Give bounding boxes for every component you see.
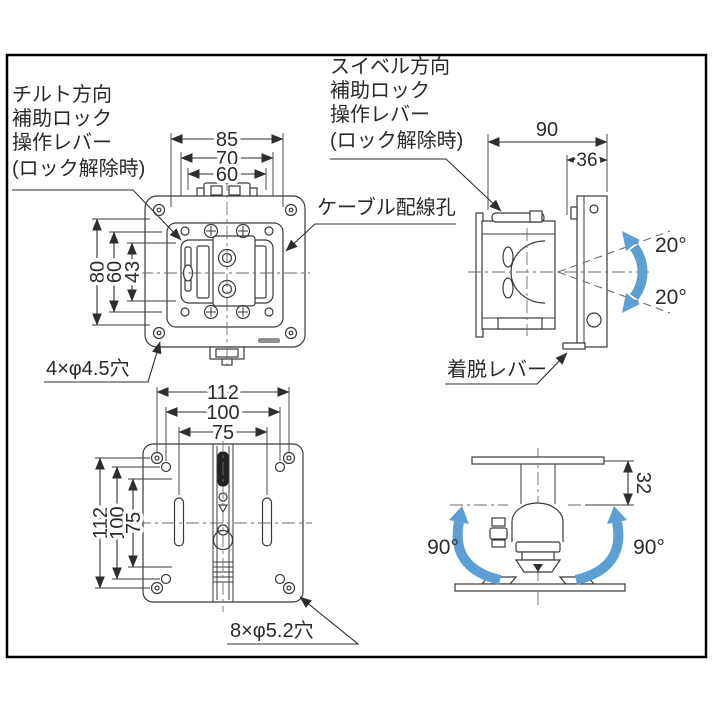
dim-60v: 60 [104, 261, 126, 283]
tilt-label-line4: (ロック解除時) [12, 157, 145, 180]
front-corner-holes [152, 203, 298, 340]
front-dims-top: 85 70 60 [170, 126, 284, 207]
swivel-label-line4: (ロック解除時) [330, 129, 463, 152]
side-bracket-plate [562, 195, 608, 350]
swivel-arrow-left [449, 506, 502, 585]
detach-lever-leader [445, 352, 568, 385]
front-screws [180, 223, 274, 320]
tilt-range-lower [557, 271, 671, 314]
tilt-label-line2: 補助ロック [12, 107, 112, 130]
dim-80: 80 [87, 261, 109, 283]
dim-v112: 112 [90, 507, 112, 539]
dim-36: 36 [576, 150, 597, 171]
dim-70: 70 [216, 148, 238, 170]
swivel-arrow-right [574, 506, 627, 585]
dim-75: 75 [212, 422, 234, 444]
front-view: 85 70 60 80 60 43 [84, 126, 310, 370]
angle-90-right: 90° [633, 536, 665, 559]
callout-swivel-lock: スイベル方向 補助ロック 操作レバー (ロック解除時) [330, 55, 502, 212]
back-dims-top: 112 100 75 [156, 379, 290, 495]
dim-32: 32 [632, 472, 654, 494]
swivel-leader [330, 158, 502, 212]
front-hole-leader [44, 341, 162, 383]
dim-100: 100 [206, 402, 239, 424]
dim-v75: 75 [123, 512, 145, 534]
back-slot-right [261, 497, 273, 547]
swivel-label-line2: 補助ロック [330, 79, 430, 102]
top-plate [471, 456, 605, 465]
tilt-label-line1: チルト方向 [12, 83, 112, 106]
back-hole-leader [227, 596, 360, 645]
swivel-lock-lever [491, 210, 545, 223]
cable-hole-label: ケーブル配線孔 [317, 195, 456, 219]
back-hole-label: 8×φ5.2穴 [230, 619, 314, 642]
angle-20-down: 20° [655, 286, 687, 309]
tilt-range-upper [557, 230, 671, 273]
tilt-label-line3: 操作レバー [12, 131, 112, 154]
dim-90: 90 [536, 119, 558, 141]
tilt-arrow [622, 231, 648, 313]
callout-front-holes: 4×φ4.5穴 [44, 341, 162, 383]
side-knob [489, 517, 508, 548]
dim-v100: 100 [107, 506, 129, 539]
callout-detach-lever: 着脱レバー [445, 352, 568, 385]
detach-lever-part [562, 342, 586, 350]
cable-hole-leader [285, 223, 456, 252]
tilt-lock-lever [182, 246, 194, 292]
brand-mark [258, 338, 280, 343]
bottom-view: 32 90° 90° [427, 448, 665, 608]
detach-lever-label: 着脱レバー [447, 358, 547, 381]
dim-43: 43 [122, 261, 144, 283]
callout-tilt-lock: チルト方向 補助ロック 操作レバー (ロック解除時) [12, 83, 182, 241]
back-dims-left: 112 100 75 [87, 457, 172, 589]
swivel-bell [511, 502, 564, 542]
swivel-label-line1: スイベル方向 [330, 55, 450, 78]
clamp-stack [514, 541, 562, 573]
height-dim: 32 [585, 460, 658, 506]
side-body [481, 220, 556, 330]
tilt-leader [12, 189, 182, 241]
angle-20-up: 20° [655, 234, 687, 257]
callout-back-holes: 8×φ5.2穴 [227, 596, 360, 645]
front-center-block [212, 235, 256, 307]
side-dims: 90 36 [487, 116, 608, 215]
swivel-label-line3: 操作レバー [330, 103, 430, 126]
front-hole-label: 4×φ4.5穴 [46, 357, 130, 380]
front-dims-left: 80 60 43 [84, 218, 176, 326]
angle-90-left: 90° [427, 536, 459, 559]
dim-85: 85 [216, 129, 238, 151]
dim-112: 112 [207, 382, 239, 404]
back-slot-left [173, 497, 185, 547]
side-view: 20° 20° 90 36 [468, 116, 687, 350]
back-holes [150, 451, 296, 595]
dim-60: 60 [216, 164, 238, 186]
callout-cable-hole: ケーブル配線孔 [285, 195, 456, 252]
back-view: 112 100 75 112 100 75 [87, 379, 312, 612]
